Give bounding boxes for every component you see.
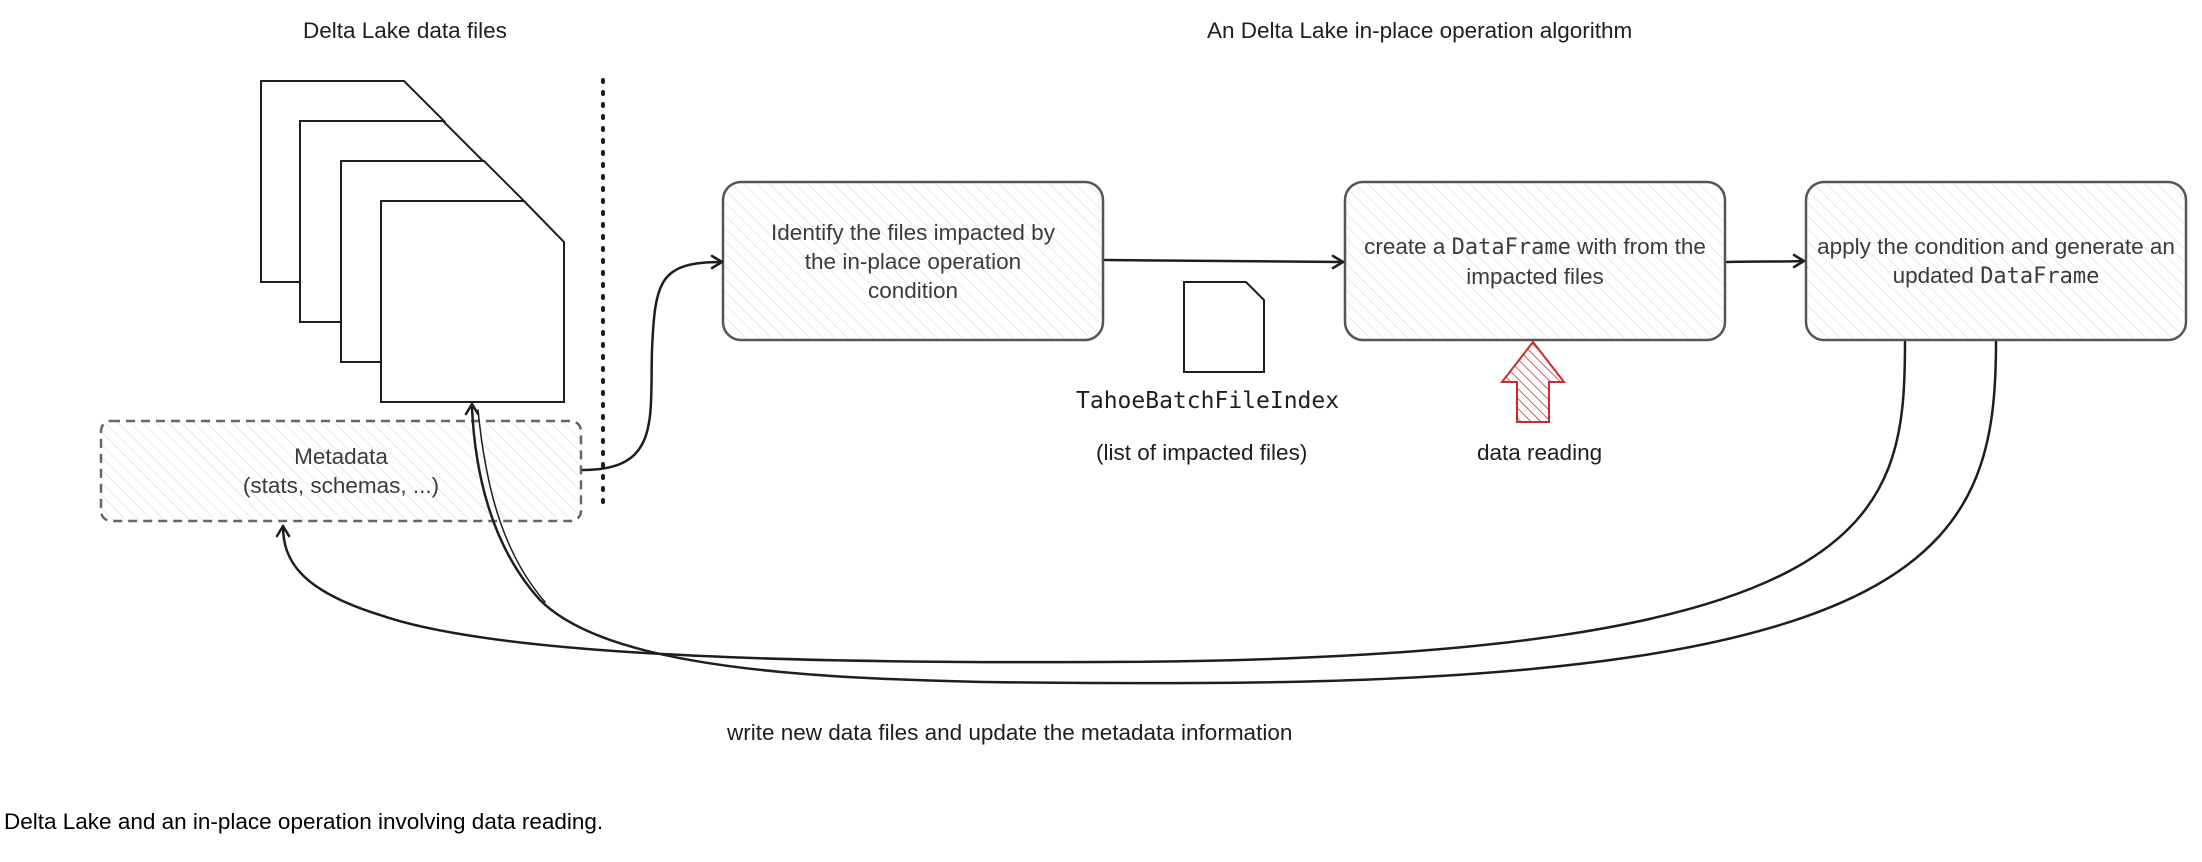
write-label: write new data files and update the meta… — [727, 720, 1293, 745]
step2-label-post: with from the impacted files — [1466, 233, 1706, 289]
step2-label-pre: create a — [1364, 233, 1452, 259]
step2-code: DataFrame — [1451, 234, 1571, 260]
data-files-stack-icon — [260, 80, 565, 403]
arrow-step1-to-step2 — [1103, 258, 1345, 264]
metadata-box — [99, 419, 583, 523]
file-index-icon — [1183, 281, 1265, 373]
step2-text: create a DataFrame with from the impacte… — [1345, 182, 1725, 340]
file-index-name: TahoeBatchFileIndex — [1076, 388, 1340, 414]
arrow-step3-to-data-files — [470, 340, 1998, 685]
data-reading-label: data reading — [1477, 440, 1603, 465]
metadata-box-text: Metadata (stats, schemas, ...) — [101, 421, 581, 521]
step3-label-pre: apply the condition and generate an upda… — [1817, 233, 2175, 288]
metadata-label: Metadata — [294, 444, 388, 469]
data-file-icon — [380, 200, 565, 403]
step3-code: DataFrame — [1980, 263, 2100, 289]
step1-box — [721, 180, 1105, 342]
arrow-metadata-to-step1 — [581, 260, 724, 472]
step3-box — [1804, 180, 2188, 342]
arrow-step3-to-metadata — [281, 340, 1907, 664]
step2-box — [1343, 180, 1727, 342]
arrow-step2-to-step3 — [1725, 259, 1806, 264]
algorithm-title: An Delta Lake in-place operation algorit… — [1207, 18, 1633, 43]
step3-text: apply the condition and generate an upda… — [1806, 182, 2186, 340]
data-reading-arrow-icon — [1499, 340, 1567, 423]
metadata-sublabel: (stats, schemas, ...) — [242, 473, 440, 498]
step1-label: Identify the files impacted by the in-pl… — [771, 219, 1055, 303]
file-index-caption: (list of impacted files) — [1096, 440, 1308, 465]
step1-text: Identify the files impacted by the in-pl… — [758, 182, 1068, 340]
figure-caption: Delta Lake and an in-place operation inv… — [4, 809, 604, 834]
data-files-title: Delta Lake data files — [303, 18, 507, 43]
